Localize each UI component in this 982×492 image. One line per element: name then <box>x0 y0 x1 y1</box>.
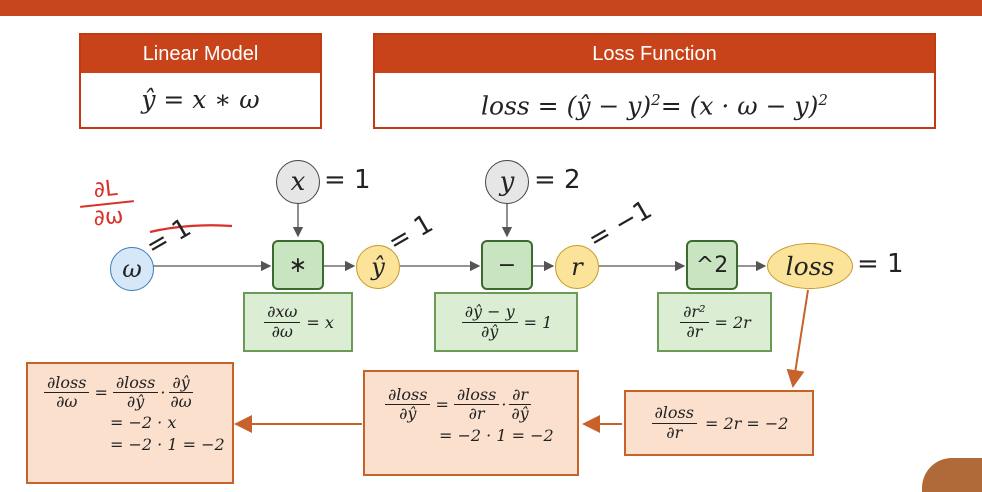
back-edge-loss-box3 <box>786 289 809 388</box>
loss-formula-lhs: loss = (ŷ − y) <box>481 91 652 121</box>
chain-omega-eq: = <box>94 383 108 403</box>
omega-node: ω <box>110 247 154 291</box>
loss-formula-sq1: 2 <box>651 91 661 109</box>
local-grad-mul-den: ∂ω <box>271 321 293 341</box>
chain-r-lhs-den: ∂r <box>666 422 683 442</box>
loss-value: = 1 <box>857 249 904 279</box>
minus-op-label: − <box>497 252 517 278</box>
square-op: ^2 <box>686 240 738 290</box>
x-node-label: x <box>290 167 306 197</box>
loss-function-formula: loss = (ŷ − y)2= (x · ω − y)2 <box>375 73 934 133</box>
chain-yhat-a-den: ∂r <box>468 404 485 424</box>
chain-yhat-a-num: ∂loss <box>453 385 500 406</box>
chain-omega-lhs-num: ∂loss <box>44 373 90 394</box>
chain-box-yhat: ∂loss ∂ŷ = ∂loss ∂r · ∂r ∂ŷ = −2 · 1 = −… <box>363 370 579 476</box>
chain-omega-lhs-den: ∂ω <box>56 392 78 412</box>
omega-node-label: ω <box>122 255 142 283</box>
chain-r-lhs-num: ∂loss <box>651 403 697 424</box>
handwritten-strike <box>149 224 233 234</box>
chain-yhat-lhs-den: ∂ŷ <box>399 404 417 424</box>
local-grad-mul: ∂xω ∂ω = x <box>243 292 353 352</box>
x-value: = 1 <box>324 165 371 195</box>
loss-formula-rhs: = (x · ω − y) <box>660 91 819 121</box>
local-grad-square: ∂r² ∂r = 2r <box>657 292 772 352</box>
chain-box-r: ∂loss ∂r = 2r = −2 <box>624 390 814 456</box>
top-banner <box>0 0 982 16</box>
yhat-node: ŷ <box>356 245 400 289</box>
local-grad-minus-rhs: = 1 <box>523 312 553 332</box>
chain-omega-a-den: ∂ŷ <box>126 392 145 412</box>
chain-omega-b: ∂ŷ ∂ω <box>167 373 194 412</box>
chain-yhat-b-num: ∂r <box>509 385 532 406</box>
local-grad-square-rhs: = 2r <box>714 312 751 332</box>
chain-r-rhs: = 2r = −2 <box>704 413 789 433</box>
chain-omega-a: ∂loss ∂ŷ <box>112 373 159 412</box>
local-grad-square-den: ∂r <box>686 321 703 341</box>
mul-op: ∗ <box>272 240 324 290</box>
linear-model-title: Linear Model <box>81 35 320 73</box>
loss-formula-sq2: 2 <box>818 91 828 109</box>
square-op-label: ^2 <box>695 252 729 278</box>
chain-yhat-dot: · <box>501 395 507 415</box>
minus-op: − <box>481 240 533 290</box>
r-node-label: r <box>571 253 583 281</box>
yhat-node-label: ŷ <box>371 253 385 281</box>
loss-node-label: loss <box>785 251 835 281</box>
chain-yhat-a: ∂loss ∂r <box>453 385 500 424</box>
chain-yhat-line2: = −2 · 1 = −2 <box>439 425 554 445</box>
r-node: r <box>555 245 599 289</box>
local-grad-square-num: ∂r² <box>680 302 709 323</box>
chain-omega-line2: = −2 · x <box>110 412 177 432</box>
y-node-label: y <box>499 167 515 197</box>
chain-omega-b-den: ∂ω <box>170 392 192 412</box>
chain-yhat-b-den: ∂ŷ <box>511 404 529 424</box>
local-grad-minus-num: ∂ŷ − y <box>461 302 518 323</box>
local-grad-mul-rhs: = x <box>306 312 334 332</box>
chain-omega-dot: · <box>160 383 166 403</box>
chain-omega-lhs: ∂loss ∂ω <box>44 373 90 412</box>
loss-function-box: Loss Function loss = (ŷ − y)2= (x · ω − … <box>373 33 936 129</box>
local-grad-square-frac: ∂r² ∂r <box>680 302 709 341</box>
x-node: x <box>276 160 320 204</box>
chain-yhat-lhs-num: ∂loss <box>385 385 431 406</box>
loss-function-title: Loss Function <box>375 35 934 73</box>
chain-yhat-eq: = <box>435 395 449 415</box>
chain-yhat-lhs: ∂loss ∂ŷ <box>385 385 431 424</box>
local-grad-minus: ∂ŷ − y ∂ŷ = 1 <box>434 292 578 352</box>
chain-omega-b-num: ∂ŷ <box>169 373 193 394</box>
loss-node: loss <box>767 243 853 289</box>
chain-yhat-b: ∂r ∂ŷ <box>508 385 532 424</box>
chain-box-omega-row1: ∂loss ∂ω = ∂loss ∂ŷ · ∂ŷ ∂ω <box>42 373 232 412</box>
y-node: y <box>485 160 529 204</box>
linear-model-box: Linear Model ŷ = x ∗ ω <box>79 33 322 129</box>
chain-r-lhs: ∂loss ∂r <box>651 403 697 442</box>
chain-box-yhat-row1: ∂loss ∂ŷ = ∂loss ∂r · ∂r ∂ŷ <box>383 385 577 424</box>
local-grad-mul-frac: ∂xω ∂ω <box>264 302 301 341</box>
mul-op-label: ∗ <box>288 252 308 278</box>
y-value: = 2 <box>534 165 581 195</box>
linear-model-formula: ŷ = x ∗ ω <box>141 85 260 114</box>
local-grad-mul-num: ∂xω <box>264 302 301 323</box>
local-grad-minus-den: ∂ŷ <box>481 321 499 341</box>
handwritten-annotation: ∂L ∂ω <box>73 175 140 233</box>
chain-box-omega: ∂loss ∂ω = ∂loss ∂ŷ · ∂ŷ ∂ω = −2 · x = −… <box>26 362 234 484</box>
chain-omega-line3: = −2 · 1 = −2 <box>110 434 225 454</box>
chain-omega-a-num: ∂loss <box>112 373 159 394</box>
local-grad-minus-frac: ∂ŷ − y ∂ŷ <box>461 302 518 341</box>
